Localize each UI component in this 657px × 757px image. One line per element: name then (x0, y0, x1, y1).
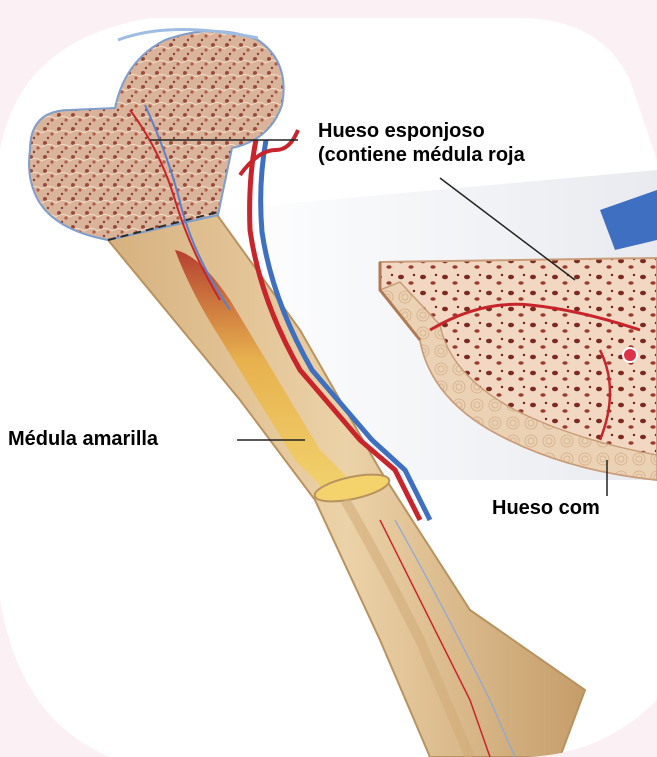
label-spongy-bone: Hueso esponjoso (318, 120, 485, 142)
label-compact-bone: Hueso com (492, 497, 600, 519)
label-yellow-marrow: Médula amarilla (8, 428, 158, 450)
label-spongy-bone-note: (contiene médula roja (318, 144, 525, 166)
magnified-vessel-cross (623, 348, 637, 362)
